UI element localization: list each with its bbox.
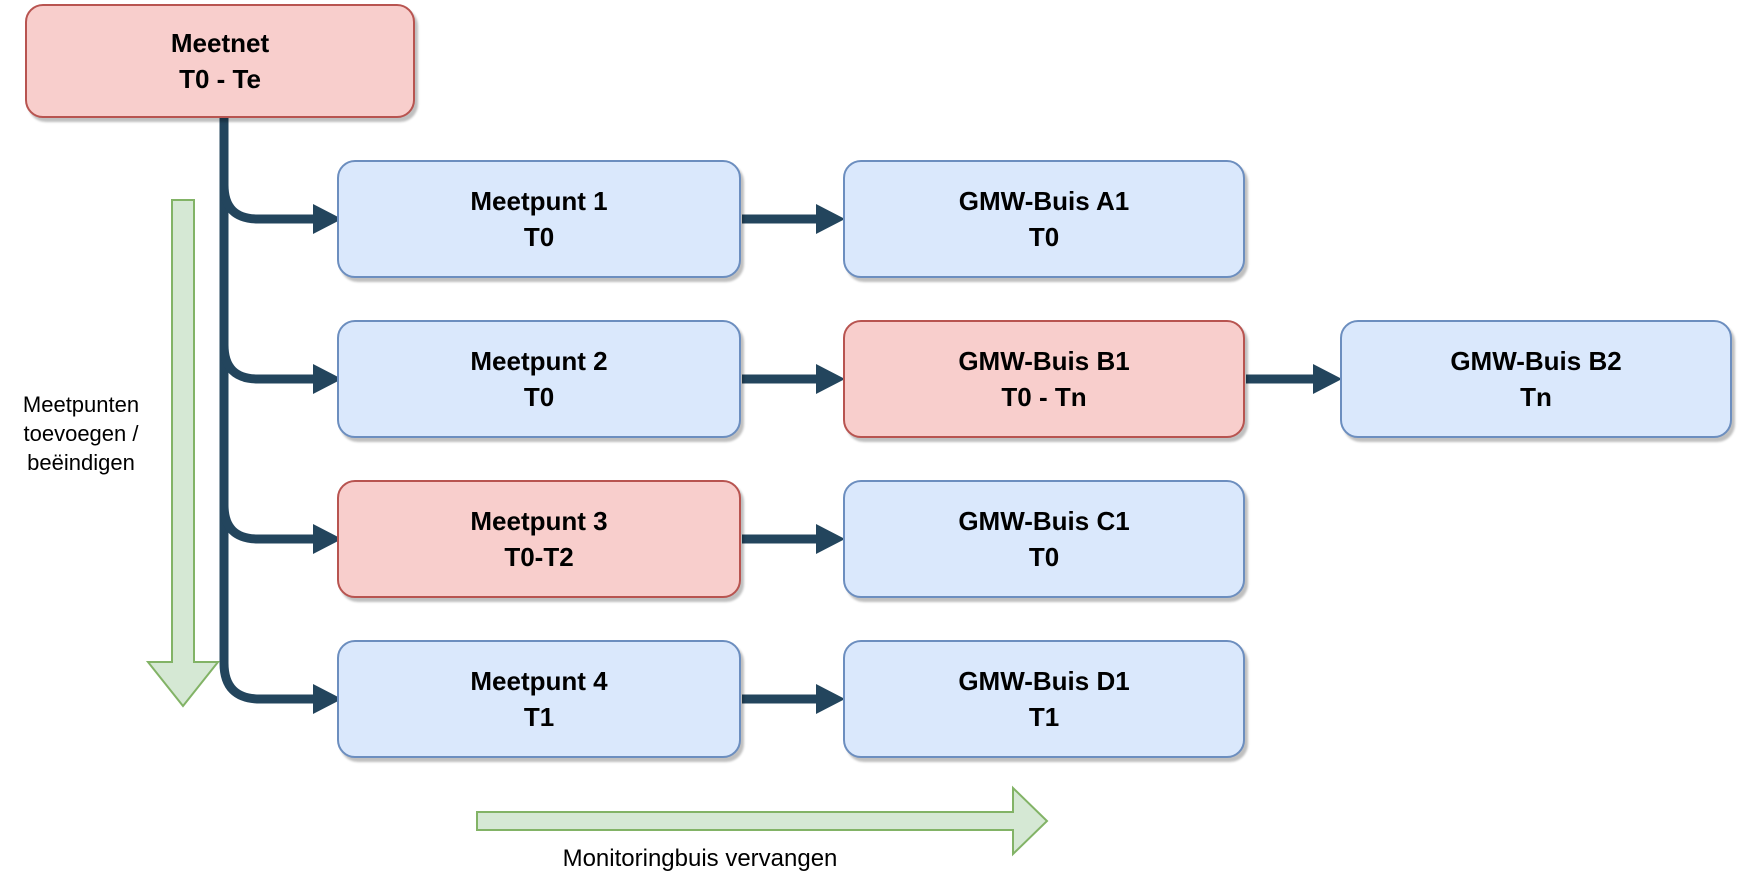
- arrow-head-row2-icon: [313, 364, 342, 394]
- node-title: GMW-Buis C1: [958, 506, 1130, 536]
- node-title: Meetpunt 4: [470, 666, 608, 696]
- arrow-head-row4-icon: [313, 684, 342, 714]
- meetpunten-flow-arrow-icon: [145, 199, 221, 708]
- buis-vervangen-flow-arrow-icon: [476, 785, 1049, 857]
- node-period: T1: [1028, 702, 1060, 732]
- branch-connector-row3: [219, 504, 313, 544]
- node-period: Tn: [1520, 382, 1552, 412]
- node-title: Meetpunt 2: [470, 346, 608, 376]
- node-gmw-buis-b2: GMW-Buis B2 Tn: [1340, 320, 1732, 438]
- node-gmw-buis-b1: GMW-Buis B1 T0 - Tn: [843, 320, 1245, 438]
- arrow-head-b2-icon: [1313, 364, 1342, 394]
- node-period: T0: [523, 382, 555, 412]
- node-period: T0 - Te: [179, 64, 261, 94]
- node-gmw-buis-a1: GMW-Buis A1 T0: [843, 160, 1245, 278]
- node-title: GMW-Buis B1: [958, 346, 1130, 376]
- arrow-head-c1-icon: [816, 524, 845, 554]
- node-title: GMW-Buis D1: [958, 666, 1130, 696]
- node-period: T0: [1028, 222, 1060, 252]
- branch-connector-row2: [219, 344, 313, 384]
- node-period: T0 - Tn: [1001, 382, 1087, 412]
- node-title: Meetpunt 1: [470, 186, 608, 216]
- node-title: Meetpunt 3: [470, 506, 608, 536]
- branch-connector-row1: [219, 184, 313, 224]
- node-meetpunt-2: Meetpunt 2 T0: [337, 320, 741, 438]
- vertical-flow-label-line: beëindigen: [27, 450, 135, 475]
- vertical-flow-label-line: Meetpunten: [22, 392, 140, 417]
- node-meetpunt-1: Meetpunt 1 T0: [337, 160, 741, 278]
- vertical-flow-label-line: toevoegen /: [23, 421, 139, 446]
- horizontal-flow-label: Monitoringbuis vervangen: [562, 845, 838, 872]
- arrow-head-row1-icon: [313, 204, 342, 234]
- meetnet-trunk-connector: [219, 112, 313, 704]
- node-period: T0: [523, 222, 555, 252]
- arrow-head-d1-icon: [816, 684, 845, 714]
- arrow-head-row3-icon: [313, 524, 342, 554]
- node-gmw-buis-d1: GMW-Buis D1 T1: [843, 640, 1245, 758]
- node-period: T0: [1028, 542, 1060, 572]
- node-title: GMW-Buis B2: [1450, 346, 1622, 376]
- node-meetpunt-3: Meetpunt 3 T0-T2: [337, 480, 741, 598]
- arrow-head-a1-icon: [816, 204, 845, 234]
- node-title: GMW-Buis A1: [958, 186, 1130, 216]
- arrow-head-b1-icon: [816, 364, 845, 394]
- node-meetnet: Meetnet T0 - Te: [25, 4, 415, 118]
- vertical-flow-label: Meetpunten toevoegen / beëindigen: [0, 390, 162, 477]
- node-meetpunt-4: Meetpunt 4 T1: [337, 640, 741, 758]
- node-gmw-buis-c1: GMW-Buis C1 T0: [843, 480, 1245, 598]
- node-period: T1: [523, 702, 555, 732]
- node-title: Meetnet: [170, 28, 270, 58]
- node-period: T0-T2: [504, 542, 574, 572]
